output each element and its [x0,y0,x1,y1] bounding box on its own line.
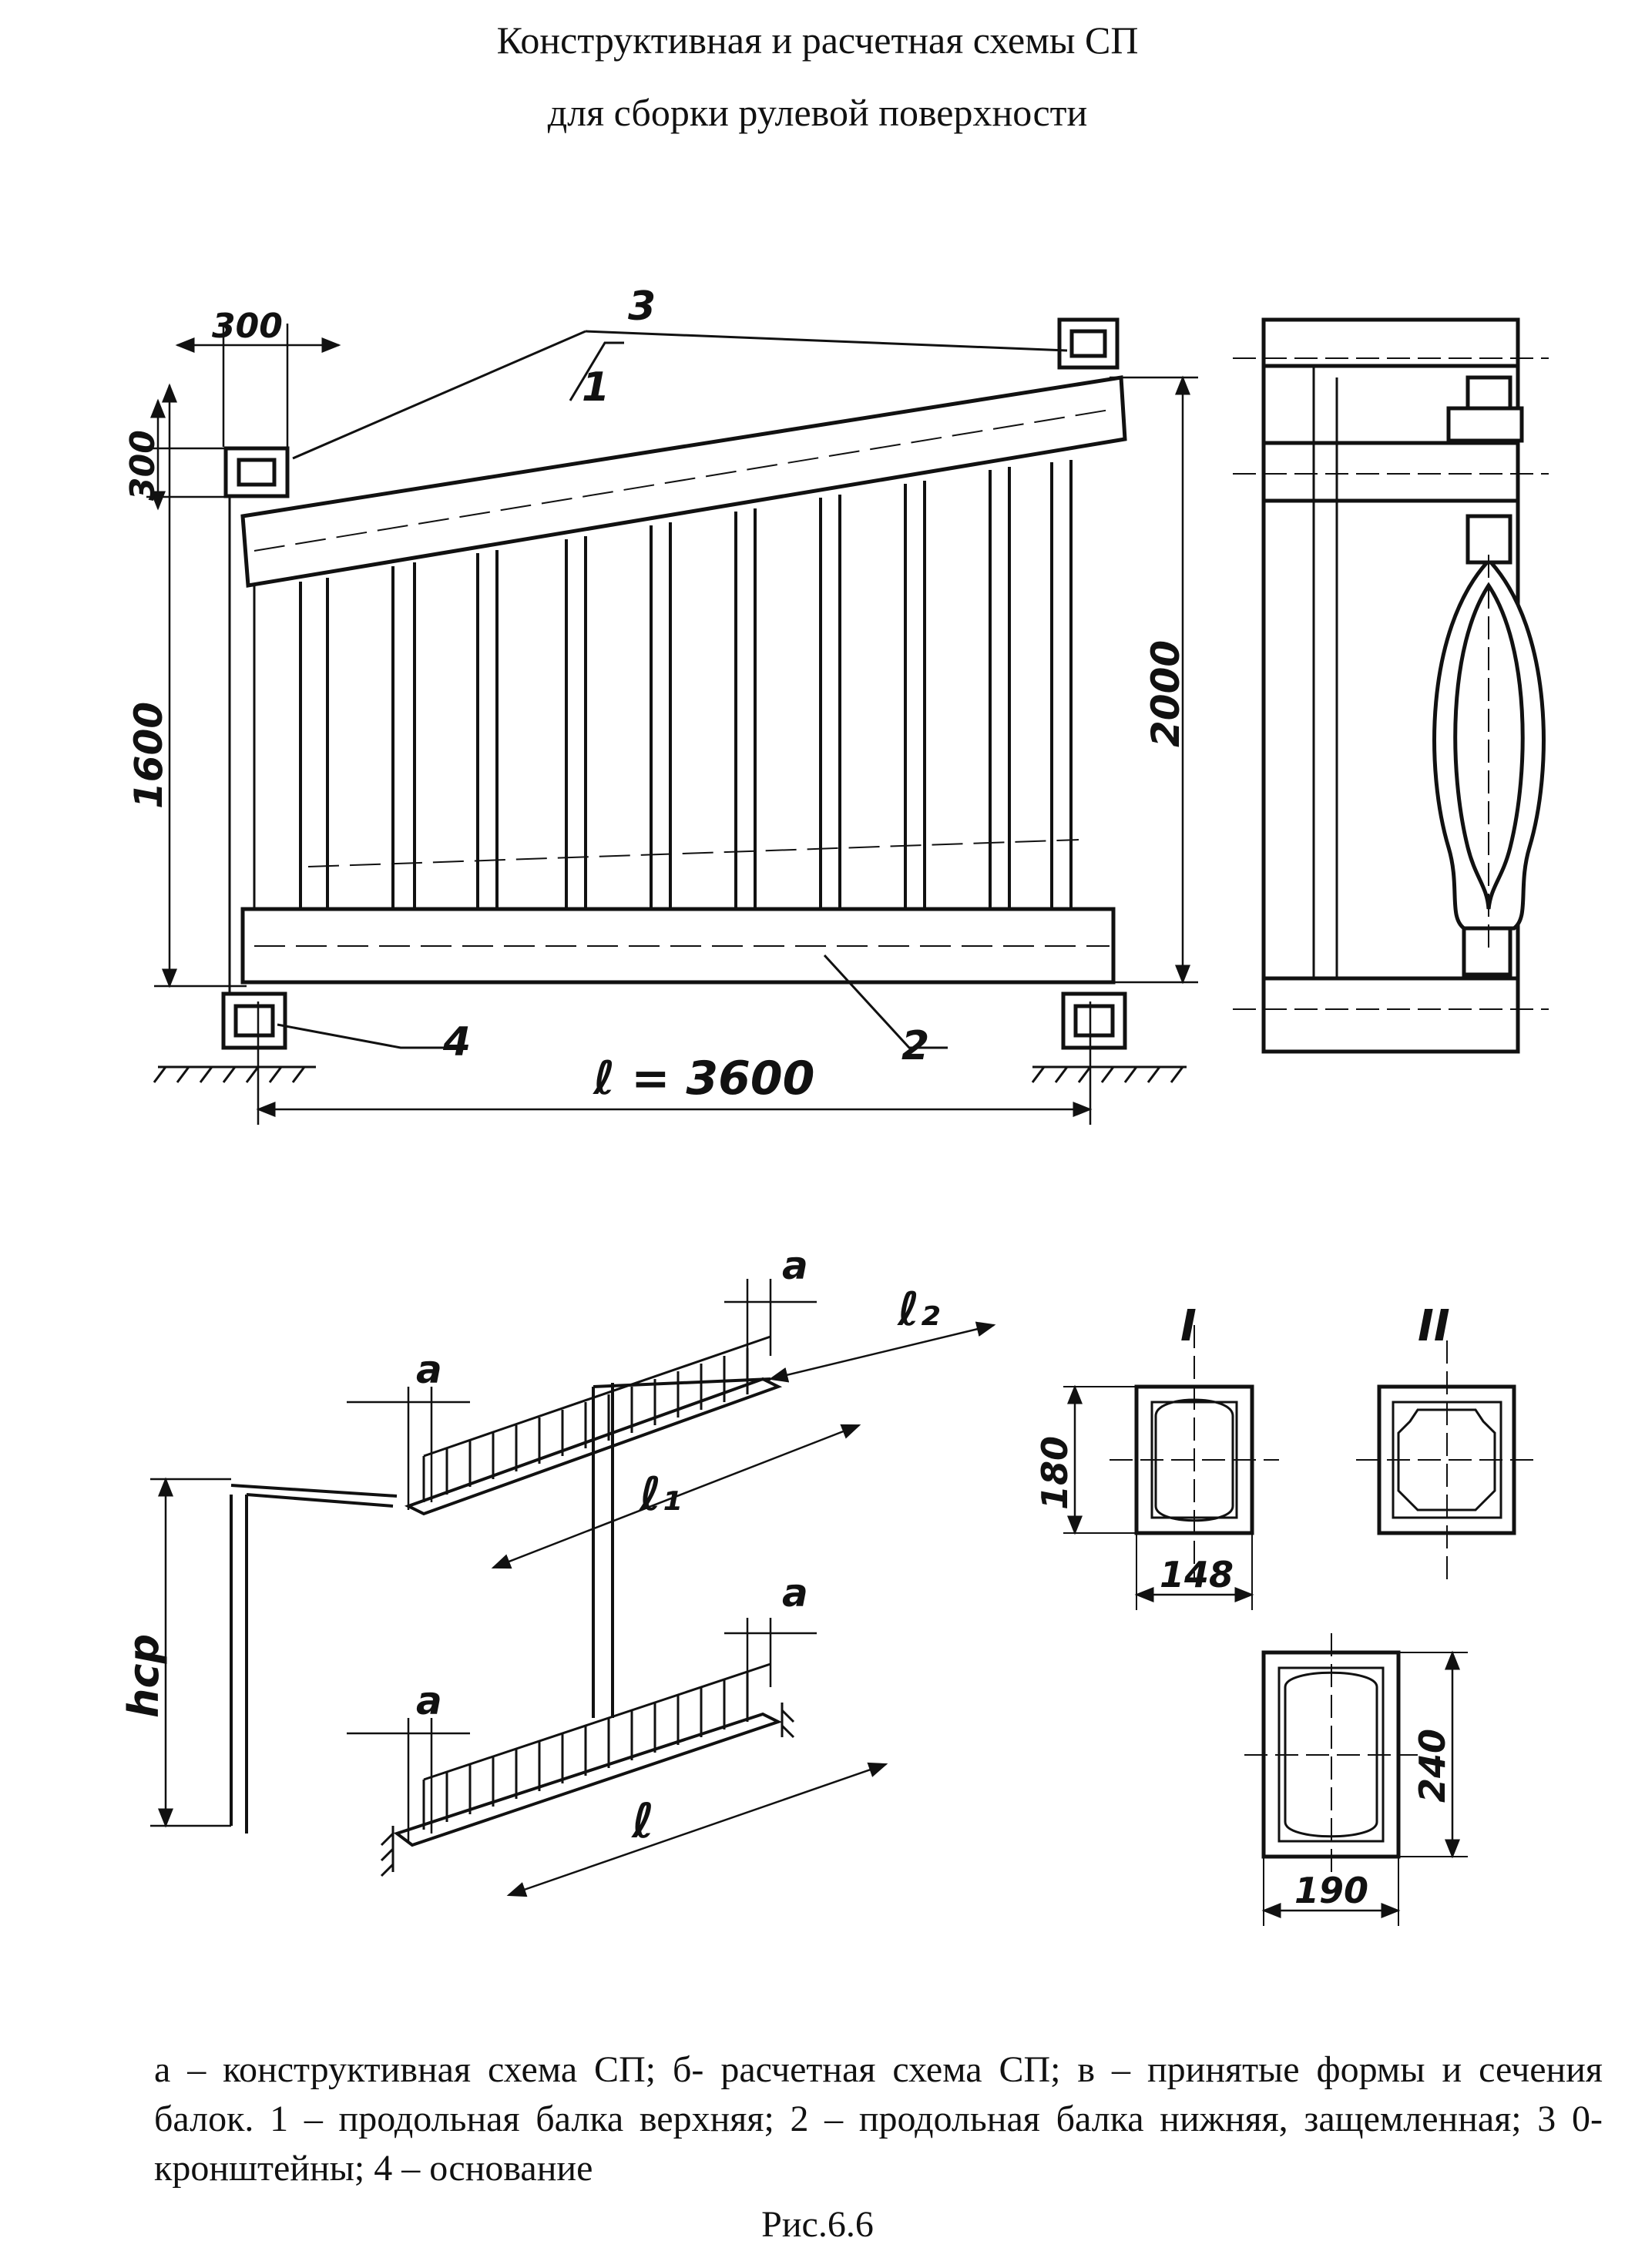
callout-1: 1 [582,364,609,411]
bracket-top-right [1057,317,1120,370]
figure-label: Рис.6.6 [761,2204,874,2245]
dimension-lines [146,324,1198,1125]
section-II-label: II [1418,1301,1450,1351]
section-III [1244,1633,1468,1926]
dim-190: 190 [1294,1870,1368,1911]
cross-section-labels: I II 180 148 240 190 [1034,1301,1453,1911]
diagram-title-line-2: для сборки рулевой поверхности [547,91,1088,134]
side-brackets [1446,375,1524,977]
dim-2000: 2000 [1143,640,1188,747]
leader-lines [277,330,1068,1049]
calculation-scheme-labels: a a a a ℓ₁ ℓ₂ ℓ hcp [119,1243,940,1849]
callout-2: 2 [901,1023,929,1069]
upper-longitudinal-beam [240,375,1127,588]
calculation-dimensions [150,1279,996,1897]
cross-sections [1063,1325,1541,1926]
l-label: ℓ [631,1793,654,1849]
section-I [1063,1325,1279,1610]
dim-300-height: 300 [123,430,163,501]
engineering-drawing: 300 300 1600 2000 ℓ = 3600 1 2 3 4 [119,284,1549,1926]
upper-distributed-load [422,1348,749,1502]
section-I-label: I [1180,1301,1197,1351]
span-label: ℓ = 3600 [593,1052,814,1105]
fixed-supports [380,1703,795,1877]
a-label-top-right: a [782,1243,808,1288]
bracket-bottom-right [1061,991,1127,1050]
vertical-posts [299,460,1073,909]
bracket-bottom-left [221,991,287,1050]
callout-3: 3 [628,284,656,330]
dim-300-width: 300 [212,307,283,346]
dim-240: 240 [1412,1729,1453,1803]
section-II [1356,1340,1541,1579]
foundation-hatching [153,1065,1187,1083]
a-label-bottom-left: a [416,1679,442,1723]
a-label-top-left: a [416,1347,442,1392]
a-label-bottom-right: a [782,1571,808,1615]
calculation-scheme [150,1279,996,1897]
bracket-top-left [223,446,290,498]
dim-180: 180 [1034,1436,1076,1510]
dim-1600: 1600 [126,702,171,809]
front-view-labels: 300 300 1600 2000 ℓ = 3600 1 2 3 4 [123,284,1188,1105]
side-view [1233,317,1549,1054]
diagram-title-line-1: Конструктивная и расчетная схемы СП [496,18,1139,62]
front-view [146,317,1198,1125]
figure-caption: а – конструктивная схема СП; б- расчетна… [154,2049,1603,2189]
dim-148: 148 [1160,1554,1234,1595]
l1-label: ℓ₁ [639,1468,682,1522]
h-label: hcp [119,1634,168,1718]
l2-label: ℓ₂ [897,1283,940,1337]
lower-longitudinal-beam [240,907,1116,985]
lower-distributed-load [422,1672,749,1830]
callout-4: 4 [442,1019,471,1065]
